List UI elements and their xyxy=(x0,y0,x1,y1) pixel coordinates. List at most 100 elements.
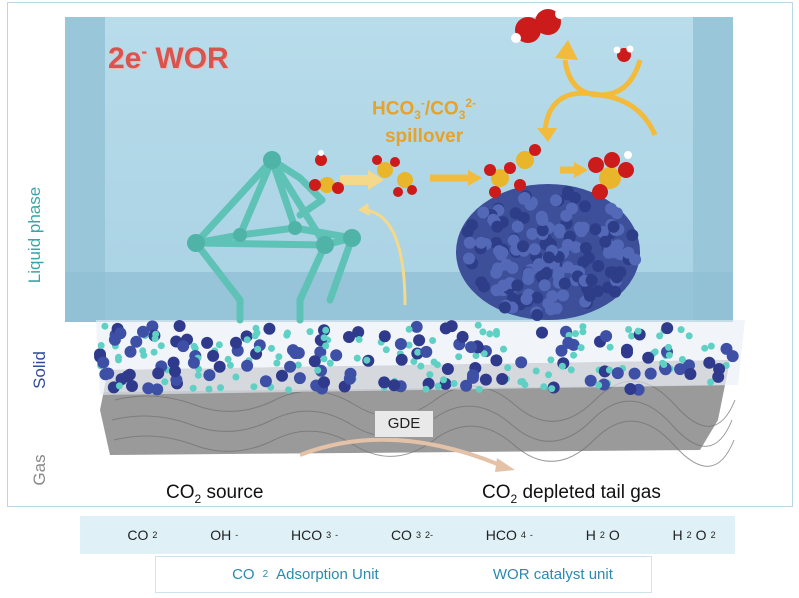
adsorption-unit-particle xyxy=(577,344,585,352)
adsorption-unit-particle xyxy=(480,350,488,358)
catalyst-atom xyxy=(531,309,544,321)
catalyst-atom xyxy=(518,192,531,204)
catalyst-atom xyxy=(463,236,476,249)
phase-label-gas: Gas xyxy=(30,454,49,486)
catalyst-unit-particle xyxy=(137,325,149,338)
catalyst-unit-particle xyxy=(515,356,528,369)
catalyst-unit-particle xyxy=(318,376,330,389)
catalyst-unit-particle xyxy=(230,336,242,349)
adsorption-unit-particle xyxy=(455,353,463,361)
solid-particles xyxy=(94,320,739,396)
phase-label-solid: Solid xyxy=(30,351,49,389)
catalyst-unit-particle xyxy=(490,354,503,367)
catalyst-atom xyxy=(506,262,519,274)
adsorption-unit-particle xyxy=(322,326,330,334)
catalyst-unit-particle xyxy=(173,320,186,332)
liquid-left-wall xyxy=(65,17,105,322)
catalyst-atom xyxy=(491,220,504,233)
catalyst-atom xyxy=(607,220,620,233)
catalyst-unit-particle xyxy=(555,344,568,357)
catalyst-atom xyxy=(498,301,511,314)
catalyst-atom xyxy=(478,280,490,293)
catalyst-atom xyxy=(536,224,549,237)
catalyst-unit-particle xyxy=(284,360,297,373)
catalyst-atom xyxy=(511,220,524,233)
adsorption-unit-particle xyxy=(194,371,202,379)
adsorption-unit-particle xyxy=(150,348,158,356)
catalyst-unit-particle xyxy=(456,330,469,343)
adsorption-unit-particle xyxy=(417,362,425,370)
catalyst-atom xyxy=(582,251,595,264)
hco4-molecule xyxy=(588,151,634,200)
adsorption-unit-particle xyxy=(685,332,693,340)
catalyst-unit-particle xyxy=(169,365,181,378)
catalyst-unit-particle xyxy=(293,372,306,385)
catalyst-unit-particle xyxy=(621,343,633,356)
adsorption-unit-particle xyxy=(250,383,258,391)
catalyst-atom xyxy=(552,266,565,279)
adsorption-unit-particle xyxy=(472,352,480,359)
adsorption-unit-particle xyxy=(579,323,587,331)
adsorption-unit-particle xyxy=(547,356,555,364)
catalyst-atom xyxy=(592,260,605,272)
catalyst-unit-particle xyxy=(713,363,726,375)
catalyst-atom xyxy=(461,225,474,238)
catalyst-atom xyxy=(553,223,566,236)
catalyst-atom xyxy=(599,235,612,248)
catalyst-atom xyxy=(509,207,522,220)
liquid-phase-region xyxy=(65,17,733,322)
catalyst-atom xyxy=(550,194,562,207)
adsorption-unit-particle xyxy=(567,366,575,374)
hco3-cluster-1 xyxy=(372,155,417,197)
catalyst-unit-particle xyxy=(445,320,458,333)
catalyst-atom xyxy=(542,251,555,264)
catalyst-atom xyxy=(558,277,571,290)
adsorption-unit-particle xyxy=(677,326,685,334)
catalyst-unit-particle xyxy=(441,363,454,375)
catalyst-unit-particle xyxy=(460,379,473,392)
catalyst-atom xyxy=(579,200,591,213)
catalyst-atom xyxy=(522,273,535,285)
catalyst-unit-particle xyxy=(378,330,391,343)
catalyst-unit-particle xyxy=(142,382,155,395)
adsorption-unit-particle xyxy=(479,328,487,336)
catalyst-unit-particle xyxy=(308,355,321,368)
catalyst-unit-particle xyxy=(703,356,716,369)
adsorption-unit-particle xyxy=(665,351,673,359)
adsorption-unit-particle xyxy=(532,367,540,375)
catalyst-atom xyxy=(536,214,549,226)
catalyst-unit-particle xyxy=(720,342,733,355)
adsorption-unit-particle xyxy=(353,354,361,362)
adsorption-unit-particle xyxy=(355,336,363,343)
adsorption-unit-particle xyxy=(625,326,633,333)
adsorption-unit-particle xyxy=(570,351,578,359)
catalyst-unit-particle xyxy=(410,320,423,333)
catalyst-unit-particle xyxy=(201,336,214,349)
catalyst-unit-particle xyxy=(152,367,165,380)
adsorption-unit-particle xyxy=(268,344,275,352)
catalyst-unit-particle xyxy=(378,376,391,389)
catalyst-atom xyxy=(493,245,506,258)
catalyst-atom xyxy=(463,252,475,265)
adsorption-unit-particle xyxy=(294,361,302,369)
adsorption-unit-particle xyxy=(429,337,437,344)
adsorption-unit-particle xyxy=(517,378,525,386)
adsorption-unit-particle xyxy=(410,358,418,365)
catalyst-unit-particle xyxy=(241,359,254,372)
catalyst-atom xyxy=(507,234,520,247)
adsorption-unit-particle xyxy=(224,355,232,363)
catalyst-atom xyxy=(526,227,539,240)
catalyst-unit-particle xyxy=(395,353,408,366)
catalyst-unit-particle xyxy=(123,368,136,381)
catalyst-atom xyxy=(589,223,602,236)
adsorption-unit-particle xyxy=(493,330,500,338)
catalyst-atom xyxy=(562,261,574,274)
catalyst-atom xyxy=(511,279,524,292)
catalyst-unit-particle xyxy=(611,367,624,380)
adsorption-unit-particle xyxy=(382,346,390,354)
h2o2-molecule xyxy=(511,9,565,43)
